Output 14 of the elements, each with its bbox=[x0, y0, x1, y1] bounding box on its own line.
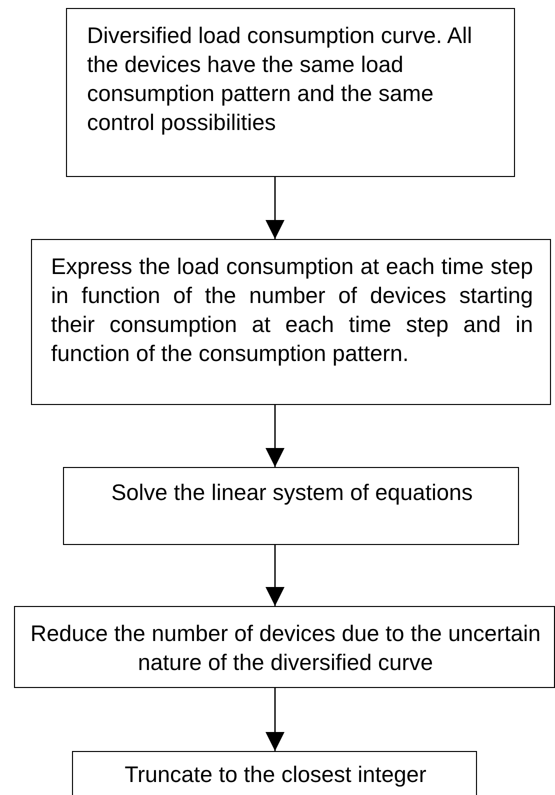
process-box bbox=[31, 239, 551, 405]
process-box bbox=[66, 8, 515, 177]
step-text: Reduce the number of devices due to the uncertain nature of the diversified curve bbox=[29, 620, 542, 677]
arrow bbox=[266, 545, 284, 606]
step-text: Express the load consumption at each time step in function of the number of devices starting their consumption at each time step and in function of the consumption pattern. bbox=[51, 253, 533, 368]
step-text: Diversified load consumption curve. All the devices have the same load consumption pattern and the same control possibilities bbox=[87, 22, 474, 137]
arrow bbox=[266, 405, 284, 467]
process-box bbox=[63, 467, 519, 545]
step-text: Solve the linear system of equations bbox=[110, 479, 474, 507]
process-box bbox=[72, 751, 477, 795]
step-text: Truncate to the closest integer bbox=[124, 761, 428, 789]
arrow bbox=[266, 688, 284, 751]
process-box bbox=[14, 606, 555, 688]
arrow bbox=[266, 177, 284, 239]
